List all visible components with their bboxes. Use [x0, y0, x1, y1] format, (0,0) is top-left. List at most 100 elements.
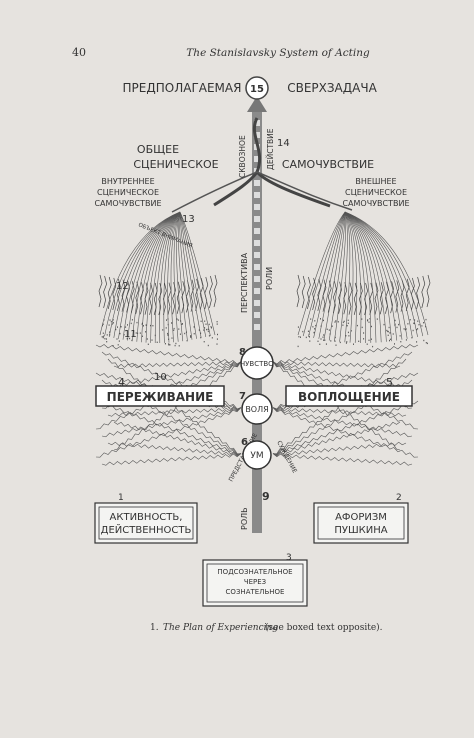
fan-speckle: [137, 322, 138, 323]
fan-speckle: [314, 328, 315, 329]
fan-speckle: [168, 343, 169, 344]
through-action-label-1: СКВОЗНОЕ: [238, 135, 247, 178]
fan-speckle: [318, 341, 319, 342]
right-fan-squiggle: [297, 275, 300, 307]
fan-speckle: [329, 329, 330, 330]
fan-speckle: [358, 341, 359, 342]
fan-speckle: [321, 326, 322, 327]
fan-speckle: [346, 341, 347, 342]
running-title: The Stanislavsky System of Acting: [186, 47, 370, 59]
fan-speckle: [209, 324, 210, 325]
left-fan-squiggle: [99, 275, 102, 307]
number-5: 5: [386, 376, 393, 389]
fan-speckle: [397, 327, 398, 328]
fan-speckle: [388, 335, 389, 336]
fan-speckle: [327, 329, 328, 330]
right-fan-strand: [314, 212, 345, 338]
box-2-line-2: ПУШКИНА: [334, 525, 387, 536]
samochuvstvie-label: САМОЧУВСТВИЕ: [282, 158, 374, 171]
fan-speckle: [371, 326, 372, 327]
fan-speckle: [319, 344, 320, 345]
fan-speckle: [348, 323, 349, 324]
shaft-dash: [254, 276, 260, 282]
fan-speckle: [309, 340, 310, 341]
fan-speckle: [353, 344, 354, 345]
fan-speckle: [300, 337, 301, 338]
left-thread: [102, 454, 241, 466]
box-2: [314, 503, 408, 543]
fan-speckle: [131, 323, 132, 324]
fan-speckle: [315, 325, 316, 326]
fan-speckle: [361, 318, 362, 319]
fan-speckle: [404, 328, 405, 329]
left-fan-squiggle: [108, 277, 111, 309]
right-fan-squiggle: [307, 277, 310, 309]
fan-speckle: [110, 319, 111, 320]
fan-speckle: [367, 319, 368, 320]
fan-speckle: [111, 321, 112, 322]
left-fan-squiggle: [140, 282, 143, 314]
fan-speckle: [184, 333, 185, 334]
fan-speckle: [335, 341, 336, 342]
fan-speckle: [390, 339, 391, 340]
fan-speckle: [208, 331, 209, 332]
number-11: 11: [124, 329, 137, 340]
number-2: 2: [396, 493, 402, 503]
fan-speckle: [179, 345, 180, 346]
fan-speckle: [407, 323, 408, 324]
fan-speckle: [167, 334, 168, 335]
fan-speckle: [394, 343, 395, 344]
fan-speckle: [314, 332, 315, 333]
fan-speckle: [330, 333, 331, 334]
number-7: 7: [239, 391, 246, 402]
fan-speckle: [372, 346, 373, 347]
box-1-line-2: ДЕЙСТВЕННОСТЬ: [101, 523, 192, 536]
fan-speckle: [117, 326, 118, 327]
fan-speckle: [351, 330, 352, 331]
shaft-dash: [254, 204, 260, 210]
fan-speckle: [206, 329, 207, 330]
caption-number: 1.: [150, 623, 159, 633]
shaft-dash: [254, 216, 260, 222]
fan-speckle: [384, 324, 385, 325]
outer-label-2: СЦЕНИЧЕСКОЕ: [345, 188, 407, 197]
fan-speckle: [142, 336, 143, 337]
right-fan-squiggle: [349, 283, 352, 315]
shaft-dash: [254, 324, 260, 330]
fan-speckle: [118, 344, 119, 345]
box-1: [95, 503, 197, 543]
fan-speckle: [371, 339, 372, 340]
fan-speckle: [386, 330, 387, 331]
fan-speckle: [348, 332, 349, 333]
fan-speckle: [217, 334, 218, 335]
fan-speckle: [112, 323, 113, 324]
fan-speckle: [416, 341, 417, 342]
fan-speckle: [148, 344, 149, 345]
fan-speckle: [413, 330, 414, 331]
fan-speckle: [147, 338, 148, 339]
left-fan-squiggle: [104, 276, 107, 308]
fan-speckle: [335, 320, 336, 321]
left-fan-squiggle: [154, 283, 157, 315]
fan-speckle: [363, 338, 364, 339]
fan-speckle: [398, 324, 399, 325]
fan-speckle: [323, 320, 324, 321]
fan-speckle: [323, 340, 324, 341]
shaft-dash: [254, 252, 260, 258]
fan-speckle: [395, 325, 396, 326]
fan-speckle: [201, 321, 202, 322]
fan-speckle: [155, 335, 156, 336]
number-3: 3: [286, 553, 292, 563]
fan-speckle: [369, 340, 370, 341]
fan-speckle: [204, 321, 205, 322]
fan-speckle: [211, 326, 212, 327]
fan-speckle: [171, 322, 172, 323]
right-thread: [273, 345, 418, 365]
inner-label-2: СЦЕНИЧЕСКОЕ: [97, 188, 159, 197]
fan-speckle: [389, 332, 390, 333]
caption-rest: (see boxed text opposite).: [265, 622, 383, 633]
number-1: 1: [118, 493, 124, 503]
inner-label-3: САМОЧУВСТВИЕ: [94, 199, 161, 208]
